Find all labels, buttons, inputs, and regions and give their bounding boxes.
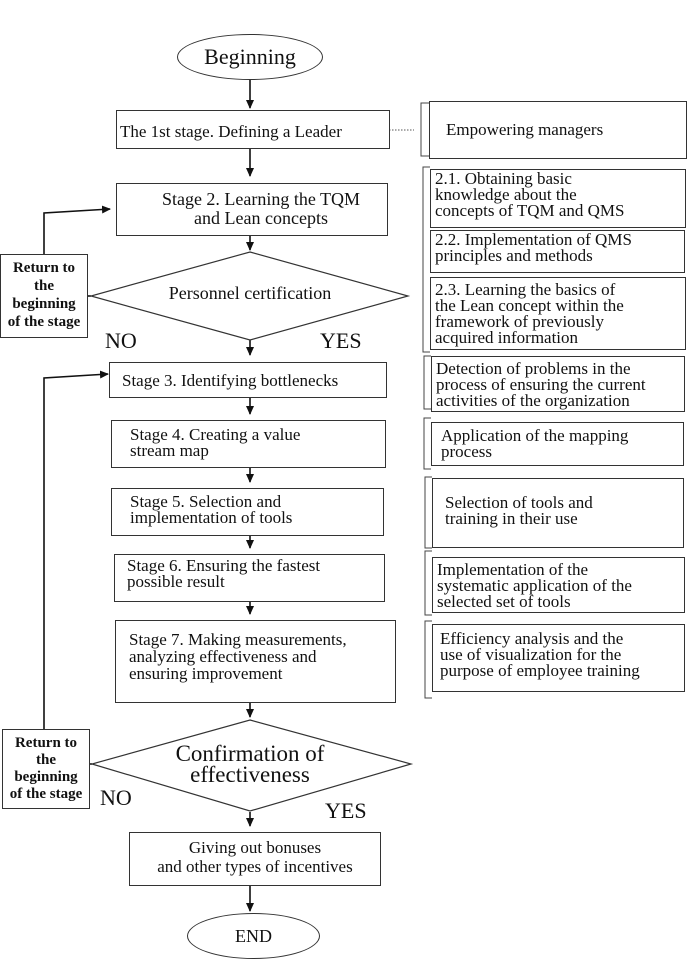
start-label: Beginning xyxy=(204,44,296,69)
arrow-return2-to-stage3 xyxy=(43,370,109,729)
stage-6-box: Stage 6. Ensuring the fastest possible r… xyxy=(114,554,385,602)
end-label: END xyxy=(235,925,272,946)
return-box-2: Return to the beginning of the stage xyxy=(2,729,90,809)
decision-2-text: Confirmation of effectiveness xyxy=(175,741,325,787)
yes-label-1: YES xyxy=(320,328,362,353)
end-terminal: END xyxy=(187,913,320,959)
decision-personnel-certification xyxy=(88,251,411,341)
bracket-side-2 xyxy=(422,166,430,353)
stage-4-box: Stage 4. Creating a value stream map xyxy=(111,420,386,468)
side-box-empowering-managers: Empowering managers xyxy=(429,101,687,159)
decision-1-text: Personnel certification xyxy=(168,283,332,303)
stage-3-box: Stage 3. Identifying bottlenecks xyxy=(109,362,387,398)
bracket-side-3 xyxy=(423,355,431,410)
stage-7-box: Stage 7. Making measurements, analyzing … xyxy=(115,620,396,703)
bonuses-box: Giving out bonuses and other types of in… xyxy=(129,832,381,886)
no-label-2: NO xyxy=(100,785,132,810)
return-box-1: Return to the beginning of the stage xyxy=(0,254,88,338)
start-terminal: Beginning xyxy=(177,34,323,80)
side-box-2-2: 2.2. Implementation of QMS principles an… xyxy=(430,230,685,273)
decision-confirmation-of-effectiveness xyxy=(89,719,414,812)
no-label-1: NO xyxy=(105,328,137,353)
side-box-3: Detection of problems in the process of … xyxy=(431,356,685,412)
bracket-side-6 xyxy=(424,550,432,616)
stage-5-box: Stage 5. Selection and implementation of… xyxy=(111,488,384,536)
side-box-2-3: 2.3. Learning the basics of the Lean con… xyxy=(430,277,686,350)
bracket-side-5 xyxy=(424,476,432,549)
bracket-side-1 xyxy=(420,102,429,157)
side-box-5: Selection of tools and training in their… xyxy=(432,478,684,548)
bracket-side-4 xyxy=(423,417,431,470)
stage-1-box: The 1st stage. Defining a Leader xyxy=(116,110,390,149)
side-box-2-1: 2.1. Obtaining basic knowledge about the… xyxy=(430,169,686,228)
side-box-4: Application of the mapping process xyxy=(431,422,684,466)
side-box-6: Implementation of the systematic applica… xyxy=(432,557,685,613)
arrow-return1-to-stage2 xyxy=(43,205,111,254)
yes-label-2: YES xyxy=(325,798,367,823)
bracket-side-7 xyxy=(424,620,432,699)
stage-2-box: Stage 2. Learning the TQM and Lean conce… xyxy=(116,183,388,236)
side-box-7: Efficiency analysis and the use of visua… xyxy=(432,624,685,692)
